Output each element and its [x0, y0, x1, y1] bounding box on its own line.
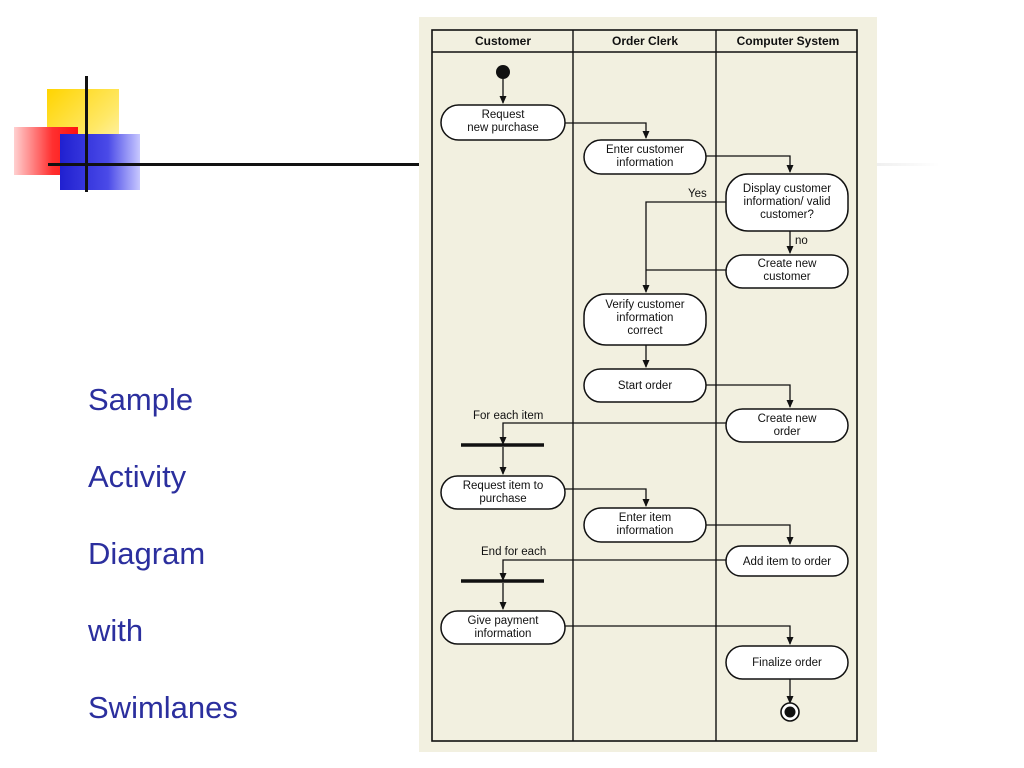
decor-horizontal-line	[48, 163, 420, 166]
flow-start-order-to-create-order	[706, 384, 794, 408]
title-line: Diagram	[88, 535, 206, 571]
title-line: Swimlanes	[88, 690, 238, 726]
node-label: correct	[627, 325, 663, 337]
node-label: customer	[763, 271, 810, 283]
label-no: no	[795, 235, 808, 247]
flow-request-item-to-enter-item	[565, 488, 650, 507]
node-label: information	[617, 157, 674, 169]
node-request-item-to-purchase	[440, 475, 566, 510]
node-label: Request	[482, 109, 526, 121]
initial-node	[496, 65, 510, 79]
node-label: information	[617, 525, 674, 537]
decor-vertical-line	[85, 76, 88, 192]
node-label: Start order	[618, 380, 672, 392]
node-label: information	[475, 628, 532, 640]
flow-enter-item-to-add-item	[706, 524, 794, 545]
node-enter-customer-information	[583, 139, 707, 175]
node-verify-customer-information	[583, 293, 707, 346]
node-label: Create new	[758, 413, 818, 425]
lane-header-order-clerk: Order Clerk	[612, 34, 678, 48]
node-label: new purchase	[467, 122, 539, 134]
node-finalize-order	[725, 645, 849, 680]
node-enter-item-information	[583, 507, 707, 543]
flow-request-to-enter-customer	[565, 122, 650, 139]
node-create-new-order	[725, 408, 849, 443]
title-line: Sample	[88, 381, 194, 417]
node-display-customer-information	[725, 173, 849, 232]
title-line: Activity	[88, 458, 187, 494]
flow-payment-to-finalize	[565, 625, 794, 645]
node-label: Give payment	[468, 615, 540, 627]
node-label: order	[774, 426, 801, 438]
control-flows	[461, 79, 794, 704]
label-for-each-item: For each item	[473, 410, 543, 422]
node-label: Finalize order	[752, 657, 822, 669]
node-label: information/ valid	[744, 196, 831, 208]
node-label: purchase	[479, 493, 526, 505]
title-line: with	[88, 613, 144, 649]
node-label: Request item to	[463, 480, 544, 492]
node-give-payment-information	[440, 610, 566, 645]
flow-add-item-to-join	[499, 559, 726, 581]
lane-header-customer: Customer	[475, 34, 531, 48]
node-label: Enter item	[619, 512, 671, 524]
flow-enter-customer-to-display	[706, 155, 794, 173]
node-start-order	[583, 368, 707, 403]
flow-create-order-to-fork	[499, 422, 726, 445]
final-node	[780, 702, 800, 722]
activity-diagram-panel: Customer Order Clerk Computer System	[419, 17, 877, 752]
flow-display-yes-to-verify	[642, 201, 726, 293]
node-label: Create new	[758, 258, 818, 270]
node-label: Verify customer	[605, 299, 684, 311]
slide-title: Sample Activity Diagram with Swimlanes	[88, 342, 328, 767]
activity-diagram: Customer Order Clerk Computer System	[431, 29, 858, 742]
lane-header-computer-system: Computer System	[737, 34, 840, 48]
node-create-new-customer	[725, 254, 849, 289]
node-add-item-to-order	[725, 545, 849, 577]
label-end-for-each: End for each	[481, 546, 546, 558]
node-label: Display customer	[743, 183, 831, 195]
node-label: customer?	[760, 209, 814, 221]
node-request-new-purchase	[440, 104, 566, 141]
node-label: Add item to order	[743, 556, 831, 568]
label-yes: Yes	[688, 188, 707, 200]
node-label: Enter customer	[606, 144, 684, 156]
node-label: information	[617, 312, 674, 324]
decor-blue-square	[60, 134, 140, 190]
